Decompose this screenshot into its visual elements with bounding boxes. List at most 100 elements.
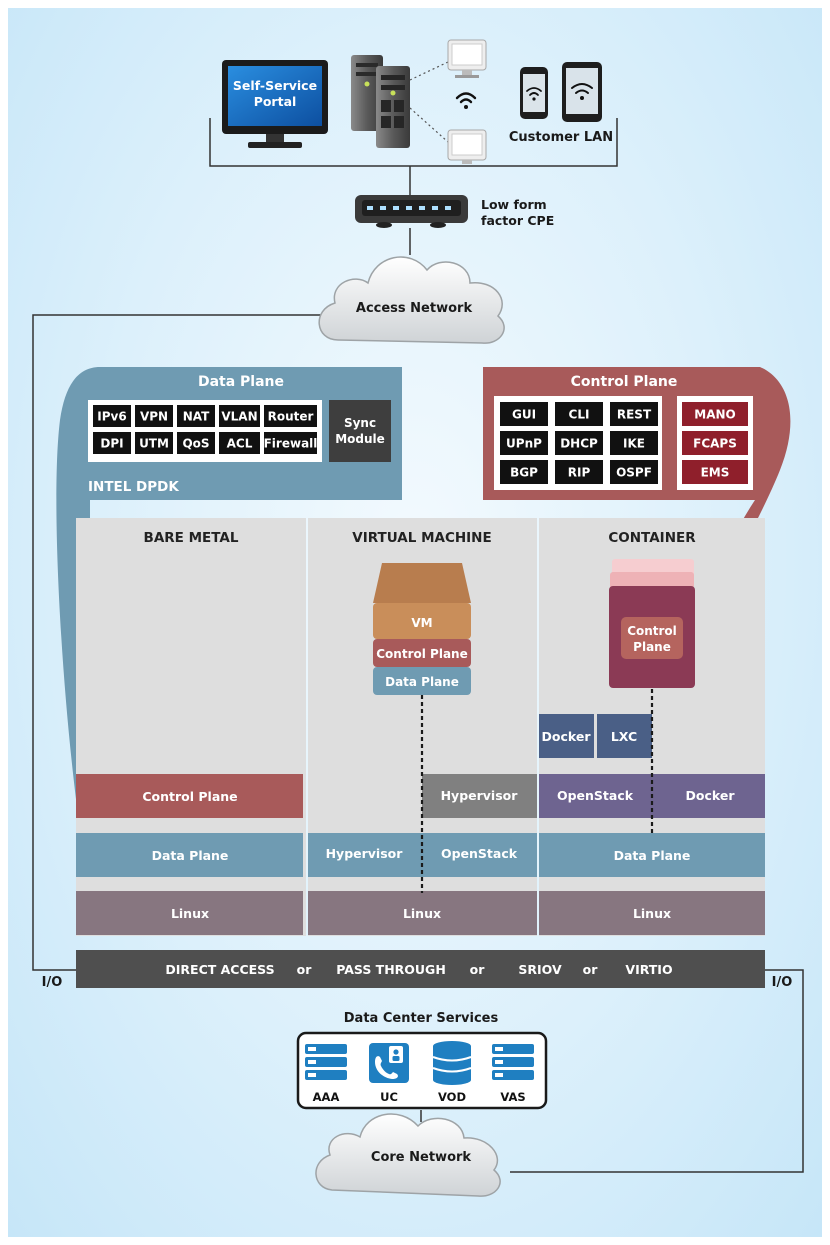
container-data-plane-layer: [539, 833, 765, 877]
cpe-label-line1: Low form: [481, 197, 547, 212]
monitor-label-line2: Portal: [254, 94, 297, 109]
dp-module-label: NAT: [183, 410, 210, 424]
dp-module-box: [93, 405, 131, 427]
cp-mgmt-label: MANO: [694, 408, 735, 422]
vm-control-plane-label: Control Plane: [376, 647, 467, 661]
vod-database-icon: [432, 1041, 472, 1085]
lan-bracket-line: [209, 118, 618, 167]
dp-module-box: [219, 405, 260, 427]
cp-protocol-label: IKE: [623, 437, 645, 451]
container-docker-label: Docker: [686, 788, 736, 803]
access-network-cloud-icon: Access Network: [318, 256, 505, 344]
cpe-label-line2: factor CPE: [481, 213, 554, 228]
bare-metal-control-plane-label: Control Plane: [142, 789, 237, 804]
cp-protocol-label: OSPF: [616, 466, 652, 480]
deployment-columns: BARE METAL VIRTUAL MACHINE CONTAINER Con…: [76, 518, 765, 936]
container-lxc-box: [597, 714, 652, 758]
cp-protocol-label: CLI: [569, 408, 590, 422]
link-dotted-bottom: [409, 107, 449, 143]
dp-module-label: VPN: [140, 410, 168, 424]
cp-protocol-label: BGP: [510, 466, 538, 480]
vas-server-icon: [492, 1044, 534, 1080]
core-network-label: Core Network: [371, 1150, 471, 1165]
left-io-connector-line: [32, 314, 330, 971]
dp-module-box: [219, 432, 260, 454]
container-stack-icon: Control Plane: [609, 559, 695, 688]
vm-linux-label: Linux: [403, 906, 441, 921]
access-network-label: Access Network: [356, 301, 473, 316]
service-label: VAS: [500, 1090, 525, 1104]
smartphone-icon: [520, 67, 548, 119]
intel-dpdk-label: INTEL DPDK: [88, 479, 179, 495]
cpe-device-icon: [355, 195, 468, 228]
vm-hypervisor-top-layer: [422, 774, 537, 818]
vm-hypervisor-openstack-layer: [308, 833, 537, 877]
cp-mgmt-box: [682, 431, 748, 455]
self-service-portal-monitor-icon: Self-Service Portal: [222, 60, 328, 148]
control-plane-panel-title: Control Plane: [571, 374, 678, 390]
data-center-title: Data Center Services: [344, 1011, 499, 1026]
cp-protocol-label: GUI: [512, 408, 536, 422]
cp-mgmt-label: FCAPS: [693, 437, 737, 451]
vm-openstack-label: OpenStack: [441, 846, 518, 861]
bare-metal-linux-layer: [76, 891, 303, 935]
virtual-machine-title: VIRTUAL MACHINE: [352, 530, 491, 546]
cp-protocol-box: [500, 431, 548, 455]
data-center-services-box: [296, 1031, 548, 1110]
cp-protocol-box: [500, 402, 548, 426]
cp-protocol-box: [555, 402, 603, 426]
aaa-server-icon: [305, 1044, 347, 1080]
vm-data-plane-label: Data Plane: [385, 675, 459, 689]
dp-module-label: UTM: [139, 437, 169, 451]
data-plane-panel-title: Data Plane: [198, 374, 284, 390]
bare-metal-data-plane-label: Data Plane: [152, 848, 229, 863]
container-control-line2: Plane: [633, 640, 671, 654]
cp-protocol-label: RIP: [568, 466, 591, 480]
cp-protocol-label: UPnP: [506, 437, 542, 451]
cp-protocol-label: DHCP: [560, 437, 598, 451]
dp-module-box: [264, 432, 317, 454]
control-plane-protocol-grid: GUI CLI REST UPnP DHCP IKE BGP RIP OSPF: [500, 402, 658, 484]
io-bar-item: VIRTIO: [625, 962, 672, 977]
io-bar-item: SRIOV: [518, 962, 562, 977]
customer-lan-group: Self-Service Portal: [209, 39, 618, 195]
dp-module-label: QoS: [182, 437, 209, 451]
dp-module-label: Router: [268, 410, 314, 424]
sync-module-box: [329, 400, 391, 462]
dp-module-box: [135, 432, 173, 454]
dp-module-label: ACL: [227, 437, 253, 451]
dp-module-box: [93, 432, 131, 454]
bare-metal-control-plane-layer: [76, 774, 303, 818]
io-bar-item: PASS THROUGH: [336, 962, 446, 977]
customer-lan-label: Customer LAN: [509, 130, 613, 145]
right-io-connector-line: [510, 969, 804, 1173]
service-label: VOD: [438, 1090, 466, 1104]
cp-mgmt-label: EMS: [701, 466, 730, 480]
monitor-label-line1: Self-Service: [233, 78, 317, 93]
container-linux-label: Linux: [633, 906, 671, 921]
dp-module-box: [177, 405, 215, 427]
wifi-icon: [455, 92, 477, 109]
dp-module-box: [135, 405, 173, 427]
container-data-plane-label: Data Plane: [614, 848, 691, 863]
vm-hypervisor-top-label: Hypervisor: [441, 788, 519, 803]
link-dotted-top: [409, 61, 449, 81]
vm-label: VM: [411, 616, 432, 630]
sync-module-line2: Module: [335, 432, 385, 446]
container-title: CONTAINER: [608, 530, 696, 546]
service-label: UC: [380, 1090, 398, 1104]
container-openstack-label: OpenStack: [557, 788, 634, 803]
cp-protocol-label: REST: [617, 408, 652, 422]
io-bar-item: or: [583, 962, 599, 977]
tablet-icon: [562, 62, 602, 122]
dp-module-label: DPI: [100, 437, 123, 451]
thin-client-icon-bottom: [447, 129, 487, 164]
cp-mgmt-box: [682, 460, 748, 484]
vm-hypervisor-label: Hypervisor: [326, 846, 404, 861]
thin-client-icon-top: [447, 39, 487, 78]
control-plane-panel: Control Plane GUI CLI REST UPnP DHCP IKE BGP RI…: [483, 367, 791, 634]
sync-module-line1: Sync: [344, 416, 376, 430]
